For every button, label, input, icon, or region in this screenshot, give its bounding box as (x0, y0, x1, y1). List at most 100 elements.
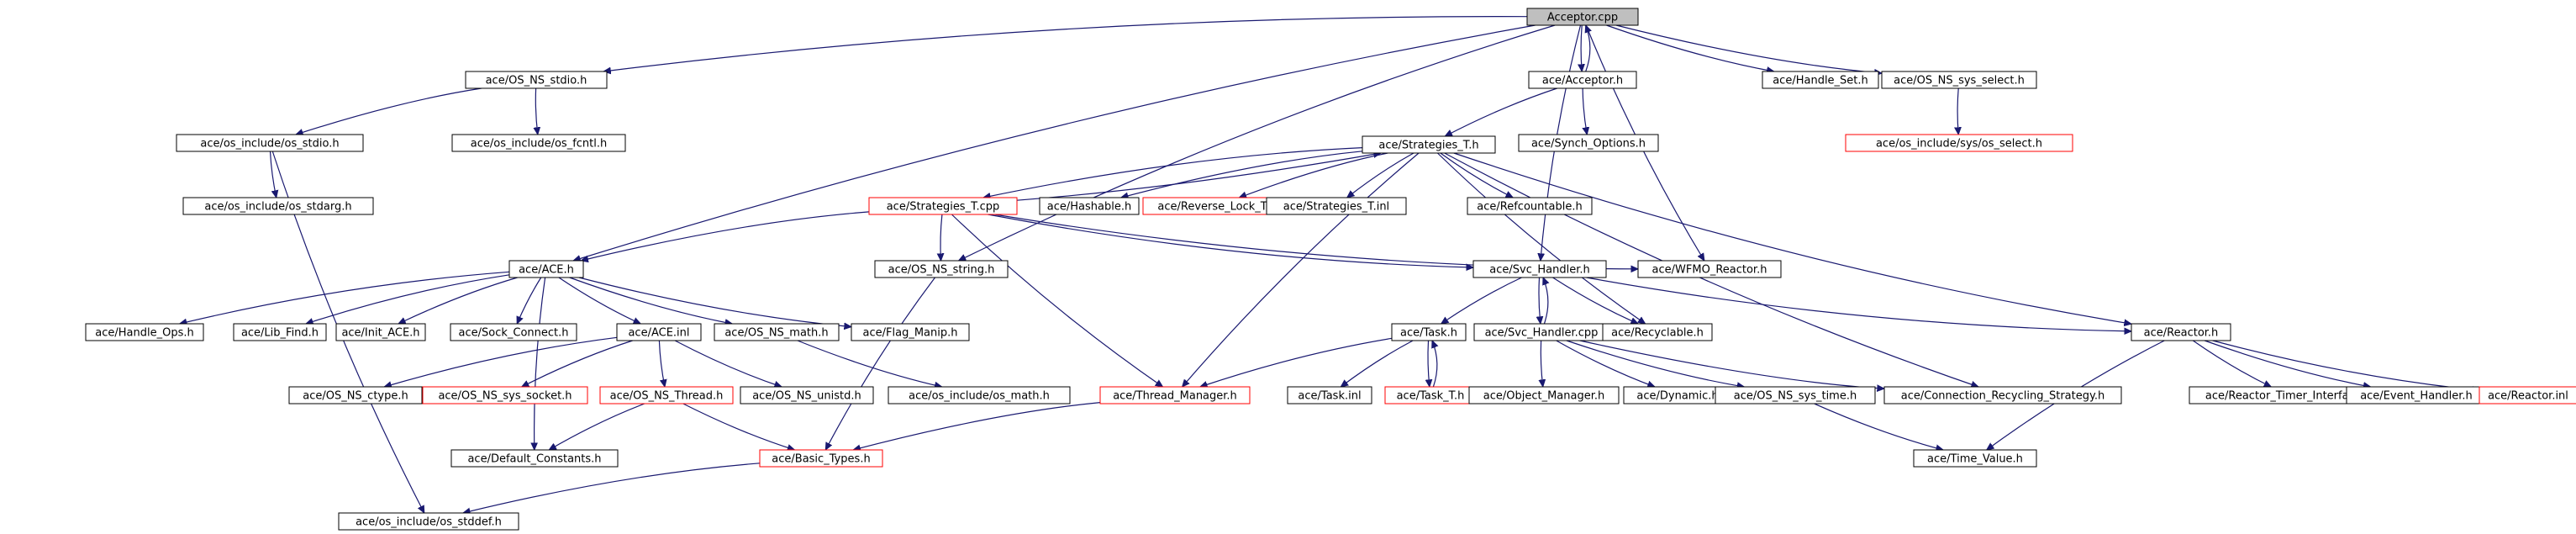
node-strategies_t_cpp[interactable]: ace/Strategies_T.cpp (868, 197, 1018, 215)
node-reactor_inl[interactable]: ace/Reactor.inl (2479, 386, 2576, 404)
node-box[interactable] (450, 449, 619, 468)
node-os_ns_ctype[interactable]: ace/OS_NS_ctype.h (288, 386, 423, 404)
node-box[interactable] (1715, 386, 1876, 404)
node-event_handler[interactable]: ace/Event_Handler.h (2346, 386, 2487, 404)
node-os_ns_sys_time[interactable]: ace/OS_NS_sys_time.h (1715, 386, 1876, 404)
node-reactor_h[interactable]: ace/Reactor.h (2131, 323, 2231, 341)
node-box[interactable] (182, 197, 374, 215)
node-os_ns_unistd[interactable]: ace/OS_NS_unistd.h (740, 386, 874, 404)
node-box[interactable] (1881, 71, 2037, 89)
edge-os_ns_thread-to-default_constants (549, 403, 645, 450)
node-box[interactable] (176, 134, 364, 152)
node-task_inl[interactable]: ace/Task.inl (1287, 386, 1372, 404)
node-label: ace/os_include/os_stddef.h (356, 516, 502, 529)
node-handle_set[interactable]: ace/Handle_Set.h (1762, 71, 1879, 89)
node-box[interactable] (338, 512, 519, 531)
node-box[interactable] (1845, 134, 2073, 152)
node-box[interactable] (1472, 260, 1607, 278)
node-lib_find[interactable]: ace/Lib_Find.h (233, 323, 327, 341)
node-box[interactable] (874, 260, 1009, 278)
node-label: ace/OS_NS_stdio.h (486, 75, 587, 87)
node-svc_handler_h[interactable]: ace/Svc_Handler.h (1472, 260, 1607, 278)
node-box[interactable] (616, 323, 702, 341)
node-init_ace[interactable]: ace/Init_ACE.h (335, 323, 426, 341)
node-conn_recycling[interactable]: ace/Connection_Recycling_Strategy.h (1883, 386, 2122, 404)
node-box[interactable] (1391, 323, 1467, 341)
node-box[interactable] (740, 386, 874, 404)
node-box[interactable] (233, 323, 327, 341)
node-handle_ops[interactable]: ace/Handle_Ops.h (85, 323, 204, 341)
node-box[interactable] (451, 134, 626, 152)
node-os_stdarg[interactable]: ace/os_include/os_stdarg.h (182, 197, 374, 215)
node-os_stddef[interactable]: ace/os_include/os_stddef.h (338, 512, 519, 531)
node-os_ns_math[interactable]: ace/OS_NS_math.h (714, 323, 840, 341)
node-task_h[interactable]: ace/Task.h (1391, 323, 1467, 341)
node-wfmo_reactor[interactable]: ace/WFMO_Reactor.h (1637, 260, 1782, 278)
node-os_ns_stdio[interactable]: ace/OS_NS_stdio.h (465, 71, 608, 89)
node-strategies_t_inl[interactable]: ace/Strategies_T.inl (1266, 197, 1407, 215)
node-box[interactable] (85, 323, 204, 341)
node-box[interactable] (422, 386, 588, 404)
node-box[interactable] (335, 323, 426, 341)
node-os_ns_sys_socket[interactable]: ace/OS_NS_sys_socket.h (422, 386, 588, 404)
node-hashable[interactable]: ace/Hashable.h (1039, 197, 1140, 215)
node-object_manager[interactable]: ace/Object_Manager.h (1468, 386, 1620, 404)
node-time_value[interactable]: ace/Time_Value.h (1913, 449, 2037, 468)
node-os_math[interactable]: ace/os_include/os_math.h (888, 386, 1071, 404)
node-box[interactable] (714, 323, 840, 341)
node-os_select[interactable]: ace/os_include/sys/os_select.h (1845, 134, 2073, 152)
node-box[interactable] (288, 386, 423, 404)
node-reverse_lock[interactable]: ace/Reverse_Lock_T.h (1142, 197, 1292, 215)
node-thread_manager[interactable]: ace/Thread_Manager.h (1099, 386, 1251, 404)
node-box[interactable] (1913, 449, 2037, 468)
node-box[interactable] (1362, 135, 1496, 154)
node-os_fcntl[interactable]: ace/os_include/os_fcntl.h (451, 134, 626, 152)
node-box[interactable] (1287, 386, 1372, 404)
node-box[interactable] (599, 386, 734, 404)
node-ace_h[interactable]: ace/ACE.h (508, 260, 584, 278)
node-box[interactable] (450, 323, 577, 341)
node-box[interactable] (1762, 71, 1879, 89)
node-synch_options[interactable]: ace/Synch_Options.h (1518, 134, 1659, 152)
node-box[interactable] (1266, 197, 1407, 215)
node-box[interactable] (1637, 260, 1782, 278)
node-flag_manip[interactable]: ace/Flag_Manip.h (851, 323, 970, 341)
node-svc_handler_cpp[interactable]: ace/Svc_Handler.cpp (1473, 323, 1609, 341)
node-box[interactable] (2479, 386, 2576, 404)
node-label: ace/Strategies_T.inl (1283, 201, 1389, 214)
node-acceptor_h[interactable]: ace/Acceptor.h (1528, 71, 1637, 89)
node-box[interactable] (1099, 386, 1251, 404)
node-box[interactable] (1518, 134, 1659, 152)
node-refcountable[interactable]: ace/Refcountable.h (1467, 197, 1593, 215)
node-box[interactable] (2131, 323, 2231, 341)
node-box[interactable] (759, 449, 883, 468)
node-acceptor_cpp[interactable]: Acceptor.cpp (1526, 8, 1639, 26)
node-box[interactable] (1526, 8, 1639, 26)
node-label: ace/Handle_Ops.h (95, 327, 193, 340)
node-box[interactable] (1528, 71, 1637, 89)
node-box[interactable] (508, 260, 584, 278)
node-os_ns_sys_select[interactable]: ace/OS_NS_sys_select.h (1881, 71, 2037, 89)
node-box[interactable] (888, 386, 1071, 404)
node-box[interactable] (851, 323, 970, 341)
node-box[interactable] (868, 197, 1018, 215)
node-os_ns_string[interactable]: ace/OS_NS_string.h (874, 260, 1009, 278)
node-box[interactable] (1467, 197, 1593, 215)
node-ace_inl[interactable]: ace/ACE.inl (616, 323, 702, 341)
node-sock_connect[interactable]: ace/Sock_Connect.h (450, 323, 577, 341)
node-os_stdio[interactable]: ace/os_include/os_stdio.h (176, 134, 364, 152)
node-reactor_timer[interactable]: ace/Reactor_Timer_Interface.h (2189, 386, 2389, 404)
node-default_constants[interactable]: ace/Default_Constants.h (450, 449, 619, 468)
edge-os_ns_sys_select-to-os_select (1957, 87, 1958, 135)
node-basic_types[interactable]: ace/Basic_Types.h (759, 449, 883, 468)
node-task_t_h[interactable]: ace/Task_T.h (1384, 386, 1477, 404)
node-box[interactable] (1883, 386, 2122, 404)
node-recyclable[interactable]: ace/Recyclable.h (1602, 323, 1713, 341)
edge-svc_handler_cpp-to-conn_recycling (1579, 340, 1884, 389)
node-strategies_t_h[interactable]: ace/Strategies_T.h (1362, 135, 1496, 154)
node-box[interactable] (1602, 323, 1713, 341)
node-box[interactable] (1468, 386, 1620, 404)
node-box[interactable] (1039, 197, 1140, 215)
node-os_ns_thread[interactable]: ace/OS_NS_Thread.h (599, 386, 734, 404)
node-box[interactable] (465, 71, 608, 89)
